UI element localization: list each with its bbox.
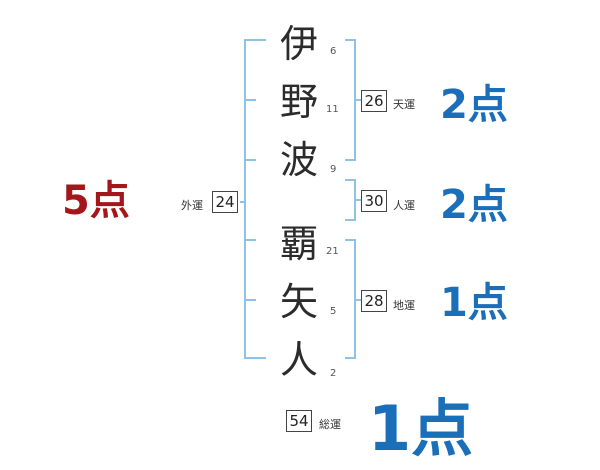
chikaku-score: 1点 <box>440 280 508 326</box>
chikaku-label: 地運 <box>393 299 415 312</box>
name-char-3: 波 <box>279 138 318 182</box>
stroke-count-2: 11 <box>326 104 339 115</box>
tenkaku-bracket <box>345 39 361 161</box>
jinkaku-label: 人運 <box>393 199 415 212</box>
soukaku-label: 総運 <box>319 418 341 431</box>
stroke-count-1: 6 <box>330 46 337 57</box>
tenkaku-score: 2点 <box>440 82 508 128</box>
soukaku-value-box: 54 <box>286 410 312 432</box>
gaikaku-label: 外運 <box>181 199 203 212</box>
chikaku-bracket <box>345 239 361 359</box>
name-char-5: 矢 <box>279 280 318 324</box>
stroke-count-5: 5 <box>330 306 337 317</box>
name-char-2: 野 <box>279 80 318 124</box>
gaikaku-score: 5点 <box>62 178 130 224</box>
jinkaku-value-box: 30 <box>361 190 387 212</box>
soukaku-score: 1点 <box>368 392 474 465</box>
outer-bracket <box>240 39 266 359</box>
stroke-count-3: 9 <box>330 164 337 175</box>
gaikaku-value-box: 24 <box>212 191 238 213</box>
stroke-count-6: 2 <box>330 368 337 379</box>
name-char-1: 伊 <box>279 22 318 66</box>
chikaku-value-box: 28 <box>361 290 387 312</box>
jinkaku-bracket <box>345 179 361 221</box>
name-char-6: 人 <box>279 338 318 382</box>
tenkaku-value-box: 26 <box>361 90 387 112</box>
tenkaku-label: 天運 <box>393 98 415 111</box>
jinkaku-score: 2点 <box>440 182 508 228</box>
stroke-count-4: 21 <box>326 246 339 257</box>
name-char-4: 覇 <box>279 222 318 266</box>
